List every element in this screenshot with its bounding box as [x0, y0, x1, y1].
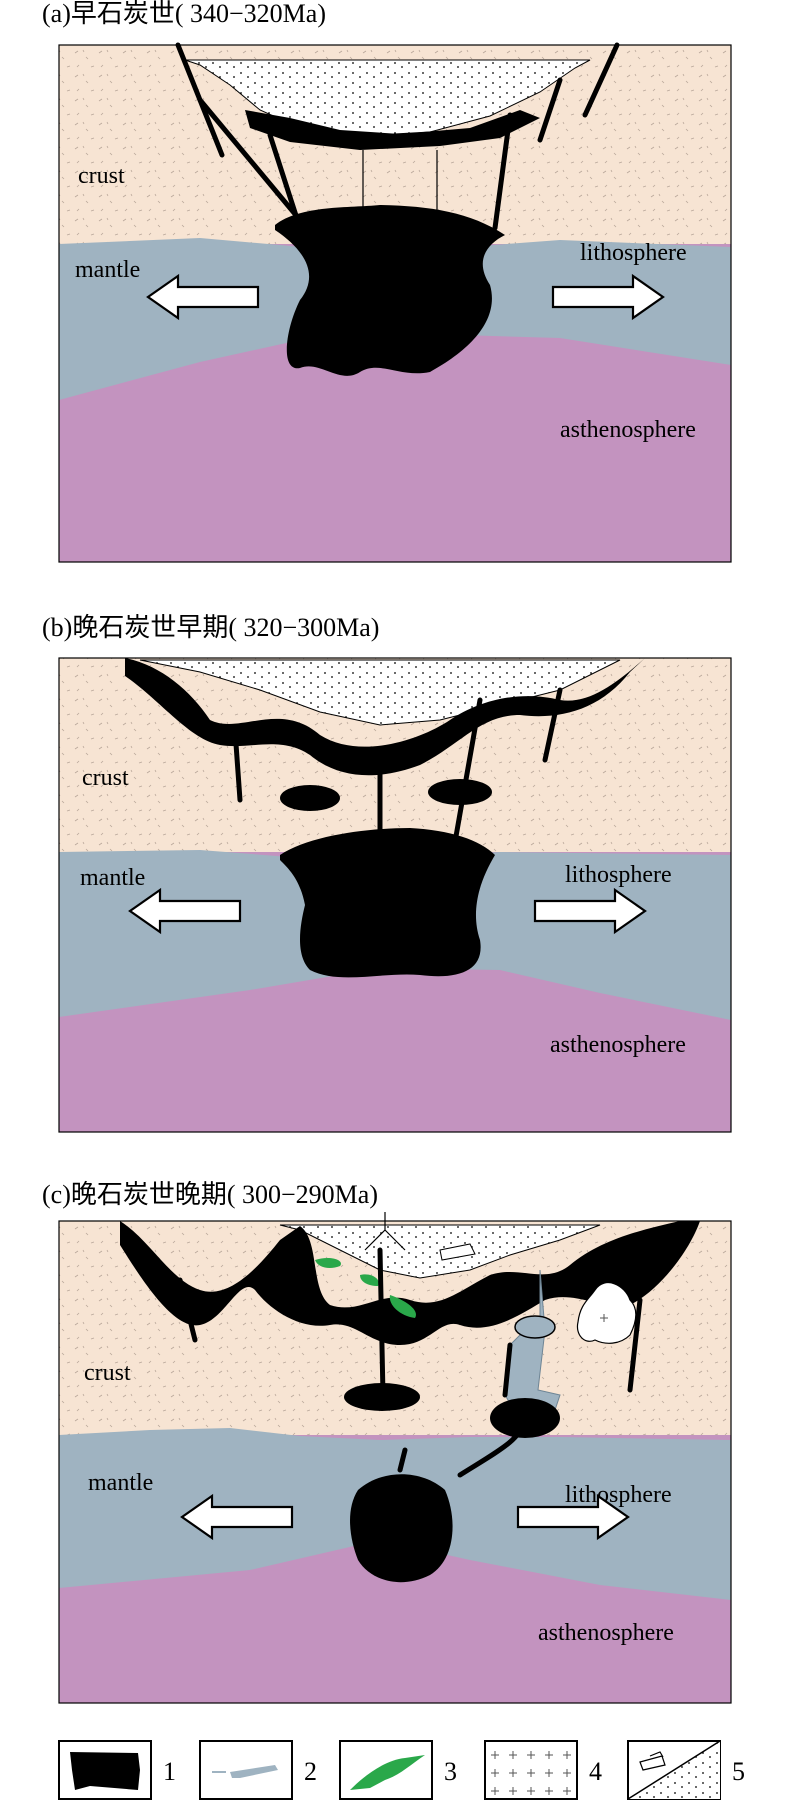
fault-line — [582, 42, 620, 118]
legend-number: 2 — [304, 1757, 317, 1786]
fault-line — [502, 1342, 513, 1398]
fault-line — [377, 1247, 386, 1398]
fault-line — [492, 112, 513, 231]
left-extension-arrow-icon — [180, 1493, 294, 1541]
fault-line — [177, 1277, 198, 1343]
right-extension-arrow-icon — [533, 887, 647, 935]
left-extension-arrow-icon — [128, 887, 242, 935]
panel-a-title: (a)早石炭世( 340−320Ma) — [42, 0, 326, 28]
asthenosphere-label: asthenosphere — [550, 1032, 686, 1058]
legend-item-3: 3 — [339, 1740, 457, 1800]
panel-a-frame — [58, 44, 732, 563]
sill-intrusion — [428, 779, 492, 805]
black-magma-body-icon — [70, 1752, 140, 1790]
crust-label: crust — [78, 163, 125, 189]
gray-intrusion — [514, 1315, 556, 1339]
volcanic-layer — [125, 658, 645, 776]
volcanic-layer — [245, 110, 540, 150]
fault-line — [232, 727, 243, 803]
asthenosphere-label: asthenosphere — [560, 417, 696, 443]
lithosphere-label: lithosphere — [580, 240, 687, 266]
fault-line — [397, 1447, 408, 1473]
dike — [362, 150, 438, 215]
lithosphere-label: lithosphere — [565, 1482, 672, 1508]
green-lens — [315, 1257, 341, 1268]
sedimentary-basin — [139, 659, 621, 726]
gray-intrusion-icon — [230, 1765, 278, 1778]
green-lens-icon — [350, 1755, 425, 1790]
granite-body — [576, 1282, 637, 1344]
magma-chamber — [350, 1474, 453, 1583]
panel-b-frame — [58, 657, 732, 1133]
crust-label: crust — [82, 765, 129, 791]
legend-item-4: 4 — [484, 1740, 602, 1800]
legend-number: 1 — [163, 1757, 176, 1786]
legend-number: 5 — [732, 1757, 745, 1786]
green-lens — [360, 1274, 379, 1286]
panel-c: (c)晚石炭世晚期( 300−290Ma) crust mantle litho… — [42, 1180, 732, 1704]
left-extension-arrow-icon — [146, 273, 260, 321]
mantle-label: mantle — [80, 865, 145, 891]
legend-number: 3 — [444, 1757, 457, 1786]
fault-line — [457, 1417, 528, 1478]
panel-c-frame — [58, 1220, 732, 1704]
fault-line — [452, 697, 483, 845]
crust-label: crust — [84, 1360, 131, 1386]
legend-number: 4 — [589, 1757, 602, 1786]
mantle-label: mantle — [88, 1470, 153, 1496]
panel-b-title: (b)晚石炭世早期( 320−300Ma) — [42, 613, 379, 642]
panel-c-title: (c)晚石炭世晚期( 300−290Ma) — [42, 1180, 378, 1209]
fault-line — [627, 1297, 643, 1393]
fault-line — [537, 77, 563, 143]
legend-item-5: 5 — [627, 1740, 745, 1800]
legend-item-2: 2 — [199, 1740, 317, 1800]
green-lens — [389, 1295, 416, 1318]
magma-chamber — [275, 205, 505, 376]
panel-b: (b)晚石炭世早期( 320−300Ma) crust mantle litho… — [42, 613, 732, 1133]
legend: 1 2 3 4 5 — [58, 1740, 745, 1800]
mantle-label: mantle — [75, 257, 140, 283]
legend-item-1: 1 — [58, 1740, 176, 1800]
fault-line — [267, 132, 303, 231]
sediment-block — [439, 1243, 476, 1261]
magma-chamber — [280, 828, 495, 978]
panel-a: (a)早石炭世( 340−320Ma) crust mantle lithosp… — [42, 0, 732, 563]
asthenosphere-label: asthenosphere — [538, 1620, 674, 1646]
volcanic-layer — [120, 1221, 700, 1345]
lithosphere-label: lithosphere — [565, 862, 672, 888]
granite-cross-pattern-icon — [484, 1740, 578, 1800]
sill-intrusion — [280, 785, 340, 811]
granite-cross-mark — [600, 1314, 608, 1322]
right-extension-arrow-icon — [551, 273, 665, 321]
right-extension-arrow-icon — [516, 1493, 630, 1541]
fault-line — [542, 687, 563, 763]
sediment-block-icon — [639, 1751, 666, 1771]
